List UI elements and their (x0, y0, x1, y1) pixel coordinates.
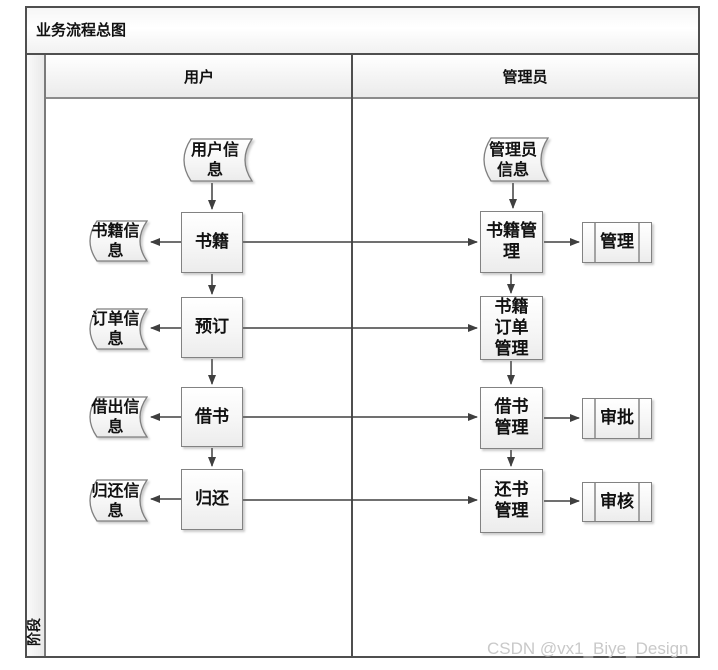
node-books-info: 书籍信 息 (83, 220, 148, 262)
node-return-info: 归还信 息 (83, 479, 148, 522)
node-order-info: 订单信 息 (83, 308, 148, 350)
stored-data-shape-icon (89, 479, 148, 522)
predefined-process-bar (594, 223, 596, 262)
node-review: 审核 (582, 482, 652, 522)
predefined-process-bar (594, 483, 596, 521)
node-admin-info: 管理员 信息 (477, 137, 549, 182)
lane-divider (351, 55, 353, 656)
stage-lane: 阶段 (27, 55, 46, 656)
lane-header-admin-label: 管理员 (502, 67, 548, 86)
node-label: 借书 (195, 406, 229, 427)
diagram-title: 业务流程总图 (36, 21, 127, 39)
stored-data-shape-icon (483, 137, 549, 182)
node-books-mgmt: 书籍管 理 (480, 211, 543, 273)
node-return: 归还 (181, 469, 243, 530)
node-label: 书籍管 (486, 221, 537, 241)
node-label: 管理 (494, 338, 529, 359)
node-label: 息 (206, 160, 223, 179)
predefined-process-bar (638, 399, 640, 438)
node-label: 书籍 (195, 232, 229, 252)
node-label: 用户信 (190, 140, 239, 159)
node-label: 订单 (494, 317, 529, 338)
node-books: 书籍 (181, 212, 243, 273)
node-label: 归还 (195, 489, 229, 509)
node-label: 书籍信 (91, 221, 140, 240)
node-approve: 审批 (582, 398, 652, 439)
node-label: 管理员 (488, 139, 537, 159)
node-label: 审批 (600, 408, 634, 428)
node-label: 审核 (600, 491, 634, 512)
csdn-watermark: CSDN @vx1_Biye_Design (487, 639, 689, 658)
node-label: 管理 (600, 232, 634, 252)
node-label: 预订 (195, 317, 229, 337)
node-label: 订单信 (91, 309, 140, 328)
node-label: 息 (107, 329, 124, 348)
node-label: 管理 (494, 418, 529, 438)
stored-data-shape-icon (89, 308, 148, 350)
diagram-frame: 业务流程总图 阶段 用户 管理员 用户信 息 (25, 6, 700, 658)
node-label: 借出信 (91, 397, 140, 416)
predefined-process-bar (594, 399, 596, 438)
node-label: 还书 (494, 480, 529, 500)
node-order-mgmt: 书籍 订单 管理 (480, 296, 543, 360)
predefined-process-bar (638, 223, 640, 262)
node-label: 理 (503, 242, 520, 262)
connector-layer (150, 183, 580, 505)
node-label: 归还信 (91, 480, 140, 500)
node-label: 借书 (494, 397, 529, 417)
node-borrow-mgmt: 借书 管理 (480, 387, 543, 449)
diagram-title-bar: 业务流程总图 (27, 8, 698, 55)
predefined-process-bar (638, 483, 640, 521)
node-user-info: 用户信 息 (177, 138, 253, 182)
node-lend-info: 借出信 息 (83, 396, 148, 438)
stored-data-shape-icon (89, 396, 148, 438)
stored-data-shape-icon (183, 138, 253, 182)
node-reserve: 预订 (181, 297, 243, 358)
node-label: 息 (107, 417, 124, 436)
node-label: 管理 (494, 501, 529, 521)
node-borrow: 借书 (181, 387, 243, 447)
node-label: 信息 (496, 159, 529, 179)
lane-header-user-label: 用户 (183, 67, 214, 86)
lane-header-user: 用户 (46, 55, 352, 99)
node-label: 息 (107, 500, 124, 520)
lane-header-admin: 管理员 (352, 55, 698, 99)
stored-data-shape-icon (89, 220, 148, 262)
node-return-mgmt: 还书 管理 (480, 469, 543, 533)
node-manage: 管理 (582, 222, 652, 263)
node-label: 书籍 (494, 296, 529, 317)
node-label: 息 (107, 241, 124, 260)
